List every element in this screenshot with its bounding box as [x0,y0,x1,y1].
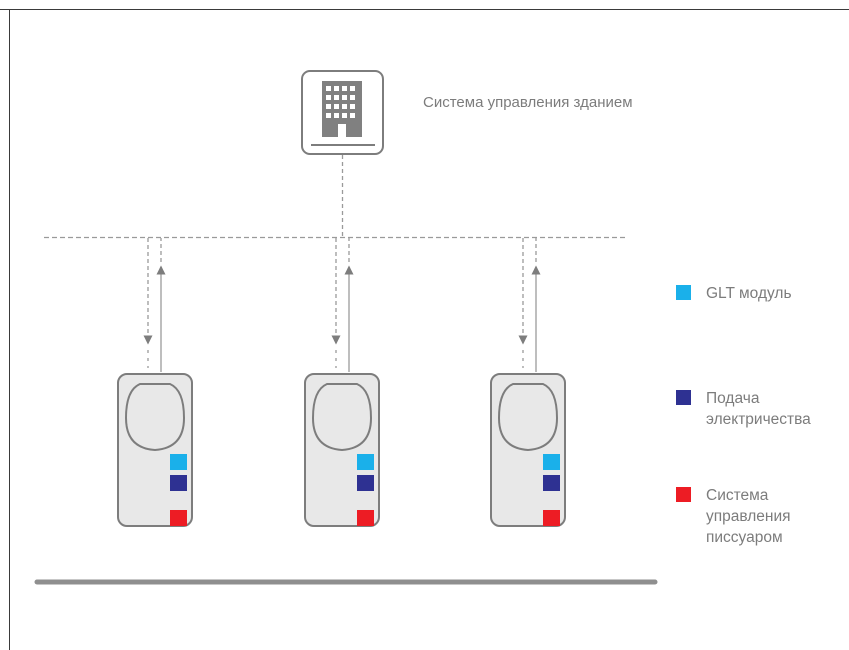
device-connectors [143,238,541,372]
urinal-unit [304,373,380,527]
glt-module-indicator [170,454,187,470]
legend-label: GLT модуль [706,285,792,302]
power-supply-indicator [543,475,560,491]
urinal-control-indicator [543,510,560,526]
urinal-unit [490,373,566,527]
office-building-icon [311,81,375,146]
legend-swatch [676,390,691,405]
building-node [301,70,384,155]
legend-swatch [676,285,691,300]
legend-label: Подача электричества [706,390,811,428]
power-supply-indicator [170,475,187,491]
power-supply-indicator [357,475,374,491]
glt-module-indicator [543,454,560,470]
urinal-control-indicator [357,510,374,526]
urinal-control-indicator [170,510,187,526]
legend-swatch [676,487,691,502]
building-management-label: Система управления зданием [423,94,633,111]
legend-label: Система управления писсуаром [706,487,791,546]
urinal-unit [117,373,193,527]
glt-module-indicator [357,454,374,470]
